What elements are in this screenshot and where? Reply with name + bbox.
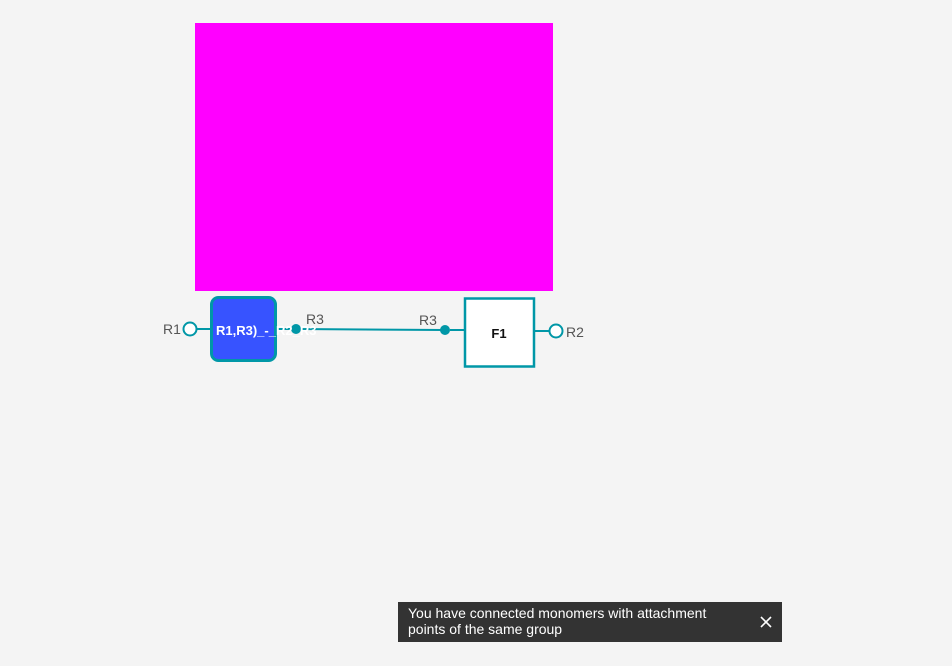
attachment-point-r3-right[interactable] — [440, 325, 450, 335]
attachment-label-r3-left: R3 — [306, 311, 324, 327]
f1-monomer-label: F1 — [491, 326, 506, 341]
attachment-label-r2: R2 — [566, 324, 584, 340]
selected-monomer-label: R1,R3)_-_R2_R3 — [216, 323, 316, 338]
attachment-point-r1[interactable] — [182, 321, 198, 337]
toast-notification: You have connected monomers with attachm… — [398, 602, 782, 642]
f1-monomer[interactable] — [463, 297, 536, 368]
bond-line[interactable] — [295, 328, 446, 331]
selection-highlight — [195, 23, 553, 291]
attachment-label-r1: R1 — [163, 321, 181, 337]
close-icon[interactable] — [756, 612, 776, 632]
attachment-point-r3-left[interactable] — [291, 324, 301, 334]
toast-message: You have connected monomers with attachm… — [408, 605, 707, 637]
attachment-point-r2[interactable] — [548, 323, 564, 339]
selected-monomer[interactable] — [210, 296, 277, 362]
attachment-label-r3-right: R3 — [419, 312, 437, 328]
